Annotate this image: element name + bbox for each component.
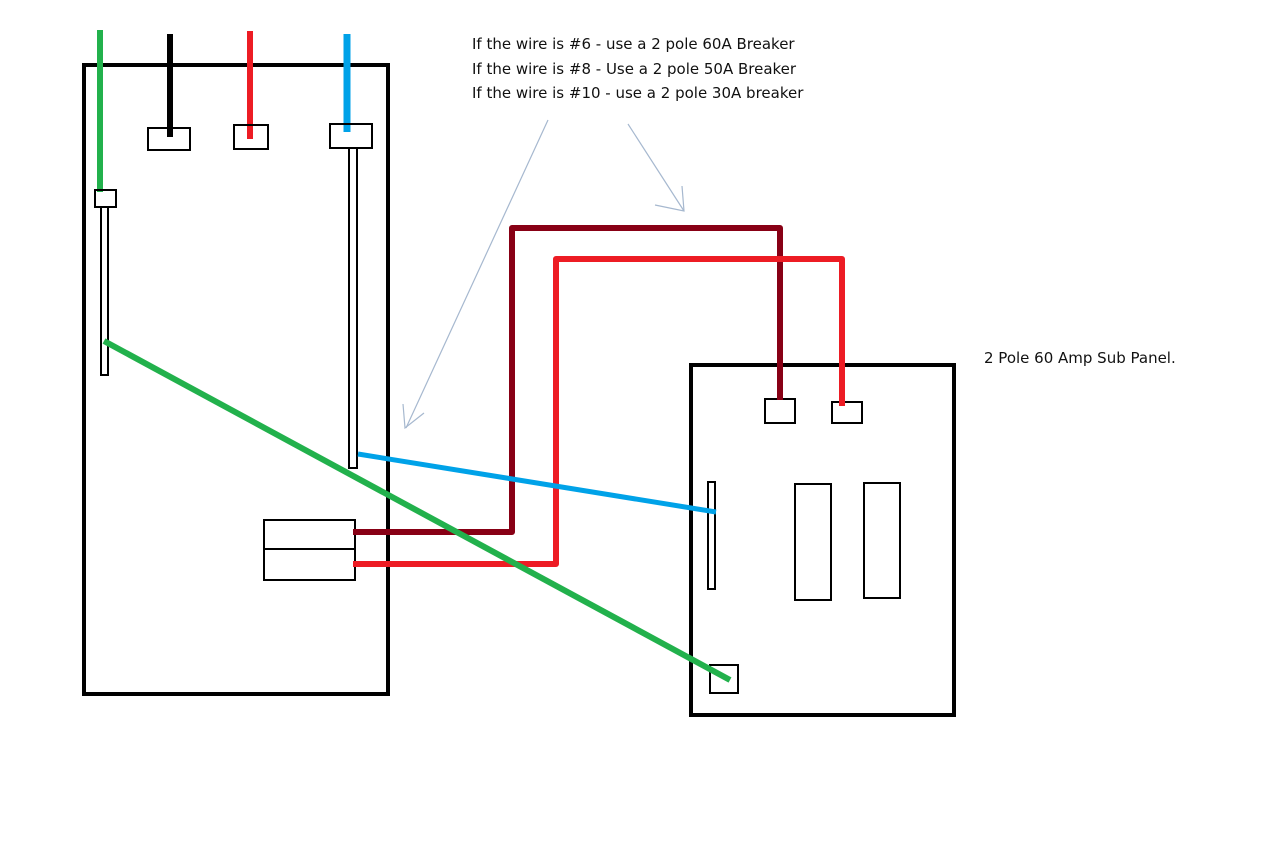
feeder-ground-wire: [102, 338, 732, 683]
subpanel-darkred-lug: [764, 398, 796, 424]
subpanel-bus-bar-right: [863, 482, 901, 599]
black-lug-terminal: [147, 127, 191, 151]
subpanel-neutral-bar: [707, 481, 716, 590]
neutral-bus-bar: [348, 147, 358, 469]
breaker-note-6awg: If the wire is #6 - use a 2 pole 60A Bre…: [472, 35, 795, 53]
subpanel-label: 2 Pole 60 Amp Sub Panel.: [984, 349, 1176, 367]
subpanel-bus-bar-left: [794, 483, 832, 601]
ground-lug-terminal: [94, 189, 117, 208]
breaker-note-10awg: If the wire is #10 - use a 2 pole 30A br…: [472, 84, 804, 102]
feeder-neutral-wire: [357, 451, 717, 515]
note-arrow-to-breaker-head: [402, 403, 425, 430]
feeder-red-hot-wire: [353, 256, 845, 567]
ground-bus-bar: [100, 206, 109, 376]
sub-panel: [689, 363, 956, 717]
breaker-note-8awg: If the wire is #8 - Use a 2 pole 50A Bre…: [472, 60, 797, 78]
note-arrow-to-breaker: [405, 119, 549, 429]
main-panel: [82, 63, 390, 696]
subpanel-ground-lug: [709, 664, 739, 694]
note-arrow-to-feeder-head: [654, 185, 685, 212]
note-arrow-to-feeder: [627, 123, 685, 212]
red-lug-terminal: [233, 124, 269, 150]
neutral-lug-terminal: [329, 123, 373, 149]
subpanel-red-lug: [831, 401, 863, 424]
